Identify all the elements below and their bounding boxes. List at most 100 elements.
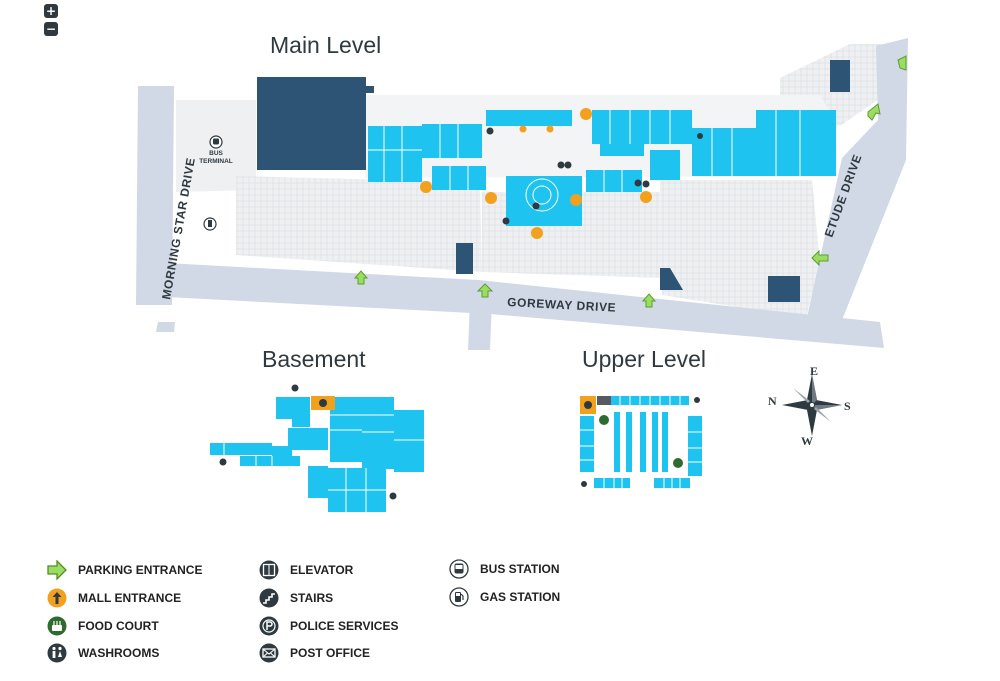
washrooms-icon (584, 401, 592, 409)
gas-station-marker[interactable] (203, 217, 217, 231)
store-block[interactable] (592, 110, 692, 144)
parking-entrance-icon[interactable] (641, 293, 657, 308)
road-label-goreway: GOREWAY DRIVE (507, 295, 617, 315)
store-block[interactable] (662, 412, 668, 472)
store-block[interactable] (368, 126, 422, 182)
parking-lot-west (236, 176, 482, 272)
legend-item-gas-station: GAS STATION (448, 586, 560, 608)
store-block[interactable] (486, 110, 572, 126)
store-block[interactable] (276, 397, 292, 419)
basement-level: Basement (210, 346, 424, 512)
outparcel-east (768, 276, 800, 302)
stairs-icon (291, 384, 299, 392)
legend-label: MALL ENTRANCE (78, 591, 182, 605)
parking-entrance-icon[interactable] (811, 249, 829, 267)
mall-entrance-markers[interactable] (420, 108, 652, 239)
store-block[interactable] (240, 456, 300, 466)
parking-entrance-markers[interactable] (353, 55, 907, 308)
legend-label: STAIRS (290, 591, 334, 605)
store-block[interactable] (586, 170, 642, 192)
washrooms-icon (319, 399, 327, 407)
store-block[interactable] (210, 443, 272, 455)
compass-rose: N E S W (768, 364, 851, 448)
washrooms-icon (47, 643, 67, 663)
bus-terminal-label-line1: BUS (209, 150, 223, 157)
basement-dividers (223, 414, 424, 512)
road-goreway-spur (468, 300, 492, 350)
store-block[interactable] (394, 410, 424, 472)
mall-entrance-icon[interactable] (485, 192, 497, 204)
elevator-icon (259, 560, 279, 580)
legend-item-bus-station: BUS STATION (448, 558, 560, 580)
store-block[interactable] (688, 416, 702, 476)
legend-label: WASHROOMS (78, 646, 160, 660)
road-goreway (148, 262, 884, 348)
store-block[interactable] (580, 416, 594, 472)
legend-item-parking-entrance: PARKING ENTRANCE (46, 559, 202, 581)
store-block[interactable] (652, 412, 658, 472)
bus-station-marker[interactable] (209, 135, 223, 149)
store-block[interactable] (288, 428, 328, 450)
store-block[interactable] (362, 397, 394, 469)
store-block[interactable] (422, 124, 482, 158)
stairs-icon (532, 202, 540, 210)
legend-label: GAS STATION (480, 590, 561, 604)
mall-entrance-icon[interactable] (531, 227, 543, 239)
bus-icon (213, 138, 219, 145)
store-block[interactable] (272, 446, 292, 464)
anchor-store-west (257, 77, 374, 170)
store-block[interactable] (594, 478, 630, 488)
legend-item-elevator: ELEVATOR (258, 559, 353, 581)
police-services-icon (259, 616, 279, 636)
road-morning-star (136, 86, 174, 305)
gas-pump-icon (449, 587, 469, 607)
mall-entrance-icon[interactable] (570, 194, 582, 206)
stairs-icon (502, 217, 510, 225)
bus-terminal-label-line2: TERMINAL (199, 158, 233, 165)
legend-item-food-court: FOOD COURT (46, 615, 159, 637)
food-court-area[interactable] (506, 176, 582, 226)
store-block[interactable] (640, 412, 646, 472)
main-level-amenities (486, 125, 703, 225)
level-title-main: Main Level (270, 32, 381, 58)
store-block[interactable] (756, 110, 836, 176)
police-services-icon (634, 179, 642, 187)
stairs-icon (219, 458, 227, 466)
stairs-icon (557, 161, 565, 169)
mall-entrance-icon[interactable] (420, 181, 432, 193)
road-morning-star-end (156, 322, 175, 332)
store-block[interactable] (650, 150, 680, 180)
legend-label: ELEVATOR (290, 563, 354, 577)
parking-entrance-icon[interactable] (476, 283, 494, 298)
store-block[interactable] (626, 412, 632, 472)
outparcel-central (660, 268, 683, 290)
parking-entrance-icon (47, 560, 67, 580)
upper-dividers (580, 396, 702, 488)
legend-label: POLICE SERVICES (290, 619, 399, 633)
legend-item-washrooms: WASHROOMS (46, 642, 159, 664)
store-block[interactable] (308, 466, 328, 498)
compass-w: W (801, 434, 813, 448)
anchor-store-northeast (830, 60, 850, 92)
mall-entrance-icon[interactable] (580, 108, 592, 120)
mall-entrance-icon[interactable] (640, 191, 652, 203)
zoom-out-button[interactable]: − (44, 22, 58, 36)
store-block[interactable] (292, 397, 310, 427)
store-block[interactable] (432, 166, 486, 190)
legend-label: PARKING ENTRANCE (78, 563, 203, 577)
level-title-upper: Upper Level (582, 346, 706, 372)
food-court-icon (47, 616, 67, 636)
store-block[interactable] (600, 140, 644, 156)
zoom-in-button[interactable]: + (44, 4, 58, 18)
parking-entrance-icon[interactable] (867, 103, 881, 121)
post-office-icon (697, 133, 703, 139)
stairs-icon (694, 397, 700, 403)
store-block[interactable] (614, 412, 620, 472)
parking-entrance-icon[interactable] (897, 55, 907, 71)
legend-item-stairs: STAIRS (258, 587, 333, 609)
stairs-icon (581, 481, 587, 487)
stairs-icon (642, 180, 650, 188)
parking-entrance-icon[interactable] (353, 270, 369, 285)
washrooms-icon (546, 125, 554, 133)
